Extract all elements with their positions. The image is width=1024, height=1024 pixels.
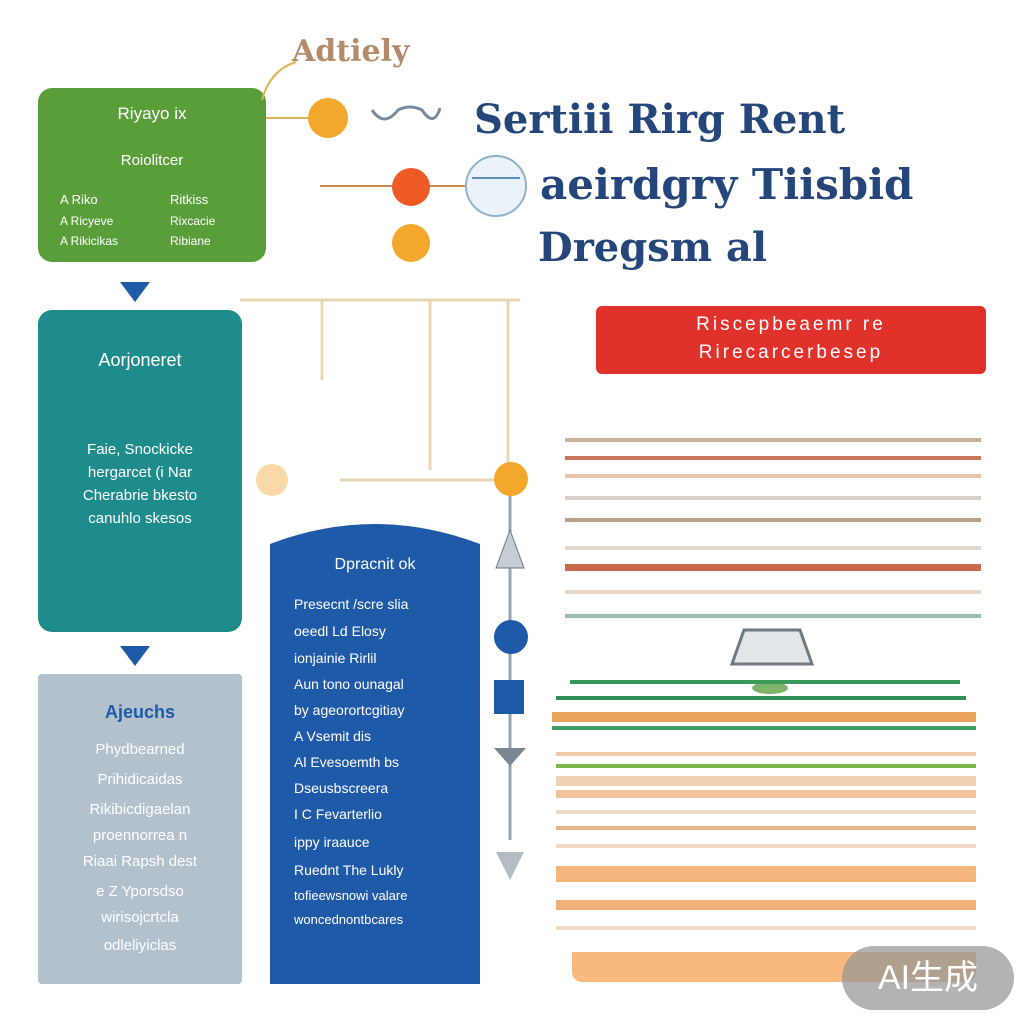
arrow-down-1 [120,282,150,302]
green-card-row-2-right: Rixcacie [170,214,216,228]
dot-orange-1 [308,98,348,138]
teal-card-line-1: Faie, Snockicke [87,441,193,458]
green-card: Riyayo ix Roiolitcer A Riko Ritkiss A Ri… [38,88,266,262]
teal-card-line-2: hergarcet (i Nar [87,464,193,481]
teal-card-heading: Aorjoneret [98,350,182,370]
blue-card-line-2: oeedl Ld Elosy [294,623,386,639]
blue-card-line-4: Aun tono ounagal [294,676,404,692]
red-banner-line-2: Rirecarcerbesep [698,342,884,363]
blue-card-line-11: Ruednt The Lukly [294,862,404,878]
blue-card-line-1: Presecnt /scre slia [294,596,409,612]
stripe-3 [565,474,981,478]
stripe-13 [552,726,976,730]
tree-frame [240,298,520,482]
blue-card-line-13: woncednontbcares [294,912,404,927]
gray-card-line-2: Prihidicaidas [97,771,183,788]
stripe-23 [556,926,976,930]
blue-card-line-5: by ageorortcgitiay [294,702,405,718]
dot-glow [256,464,288,496]
top-label: Adtiely [292,34,410,69]
green-card-row-2-left: A Ricyeve [60,214,114,228]
blue-card-line-3: ionjainie Rirlil [294,650,377,666]
green-card-row-3-right: Ribiane [170,234,211,248]
stripe-14 [556,752,976,756]
green-card-heading: Riyayo ix [117,104,187,123]
stripe-20 [556,844,976,848]
ring-icon [465,155,527,217]
blue-card-line-9: I C Fevarterlio [294,806,382,822]
blue-card-heading: Dpracnit ok [334,556,416,573]
blue-card-line-6: A Vsemit dis [294,728,372,744]
gray-card-heading: Ajeuchs [104,702,176,722]
dot-orange-stem [494,462,528,496]
stripe-18 [556,810,976,814]
cup-icon [494,680,524,714]
stripe-2 [565,456,981,460]
ai-generated-badge: AI生成 [842,946,1014,1010]
dot-blue-stem [494,620,528,654]
red-banner-line-1: Riscepbeaemr re [696,314,886,335]
connector-to-label [261,61,297,101]
gray-card-line-4: proennorrea n [92,827,188,844]
stripe-15 [556,764,976,768]
blue-card: Dpracnit ok Presecnt /scre slia oeedl Ld… [270,518,480,984]
stripe-22 [556,900,976,910]
green-card-row-1-left: A Riko [60,192,98,207]
stripe-4 [565,496,981,500]
green-card-row-3-left: A Rikicikas [60,234,119,248]
stripe-8 [565,590,981,594]
stripe-19 [556,826,976,830]
blue-card-line-8: Dseusbscreera [294,780,389,796]
gray-card-line-7: wirisojcrtcla [101,909,179,926]
stripe-11 [556,696,966,700]
gray-card-line-6: e Z Yporsdso [96,883,184,900]
stripe-16 [556,776,976,786]
stripe-21 [556,866,976,882]
dot-orange-2 [392,224,430,262]
arrow-down-2 [120,646,150,666]
green-card-subheading: Roiolitcer [120,152,184,169]
stripe-7 [565,564,981,571]
stripe-6 [565,546,981,550]
red-banner: Riscepbeaemr re Rirecarcerbesep [596,306,986,374]
stripe-10 [570,680,960,684]
glasses-icon [370,105,442,121]
green-card-row-1-right: Ritkiss [170,192,209,207]
lamp-icon [729,628,815,666]
gray-card-line-5: Riaai Rapsh dest [82,853,198,870]
blue-card-shape [270,524,480,984]
stripe-9 [565,614,981,618]
stripe-5 [565,518,981,522]
blue-card-line-10: ippy iraauce [294,834,370,850]
stripe-17 [556,790,976,798]
gray-card-line-8: odleliyiclas [103,937,177,954]
teal-card-line-3: Cherabrie bkesto [82,487,198,504]
gray-card-line-1: Phydbearned [95,741,185,758]
funnel-icon-3 [496,852,524,880]
gray-card-line-3: Rikibicdigaelan [89,801,191,818]
teal-card: Aorjoneret Faie, Snockicke hergarcet (i … [38,310,242,632]
stripe-12 [552,712,976,722]
teal-card-line-4: canuhlo skesos [88,510,192,527]
title-line-1: Sertiii Rirg Rent [474,96,846,143]
title-line-3: Dregsm al [538,224,768,271]
title-line-2: aeirdgry Tiisbid [540,160,914,209]
blue-card-line-12: tofieewsnowi valare [294,888,408,903]
funnel-icon-1 [495,528,525,569]
gray-card: Ajeuchs Phydbearned Prihidicaidas Rikibi… [38,674,242,984]
blue-card-line-7: Al Evesoemth bs [294,754,400,770]
funnel-icon-2 [494,748,526,766]
stripe-1 [565,438,981,442]
dot-red [392,168,430,206]
